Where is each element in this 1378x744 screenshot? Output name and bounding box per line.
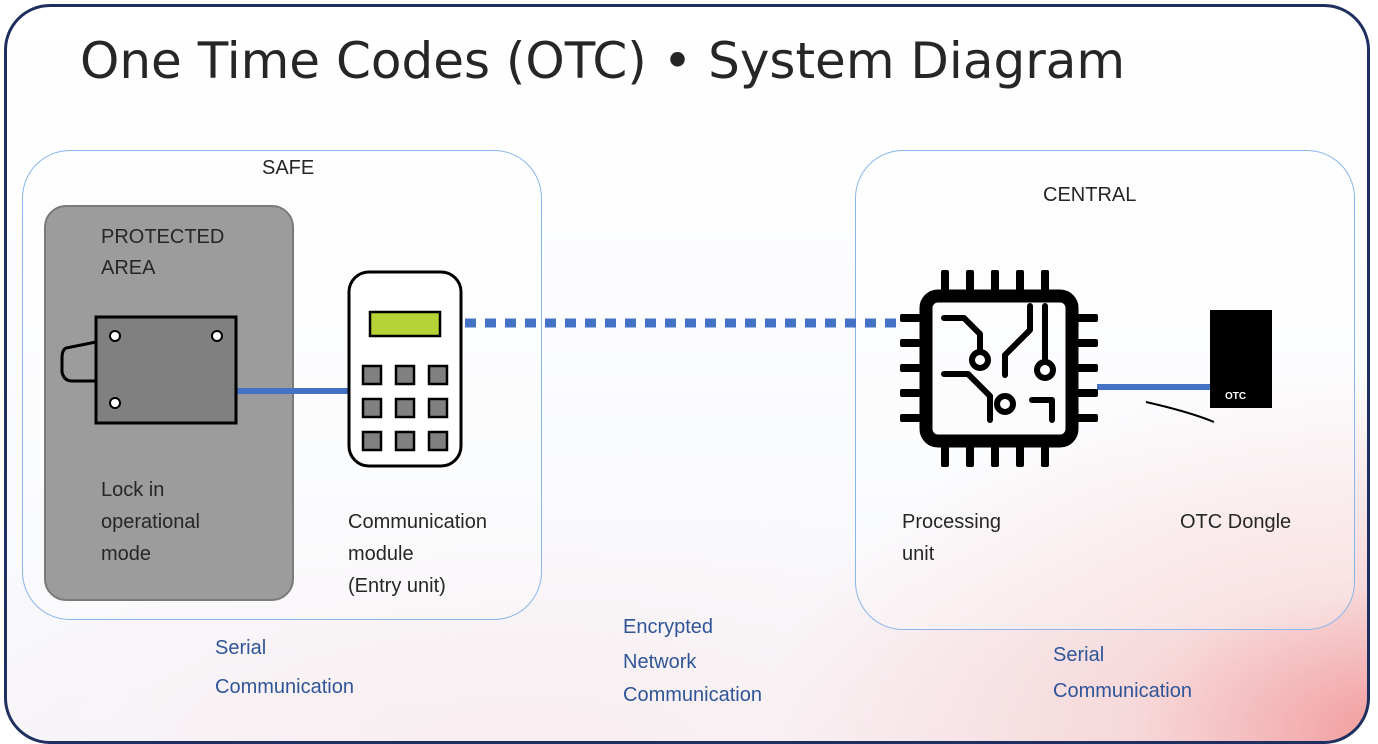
central-label: CENTRAL [1043, 184, 1137, 206]
lock-icon [60, 315, 238, 425]
network-caption-line2: Network [623, 651, 697, 673]
keypad-icon [347, 270, 463, 468]
serial-left-caption-line1: Serial [215, 637, 267, 659]
processor-chip-icon [900, 270, 1098, 467]
diagram-title: One Time Codes (OTC) • System Diagram [80, 32, 1126, 90]
serial-right-caption-line2: Communication [1053, 680, 1192, 702]
comm-module-label-line3: (Entry unit) [348, 575, 446, 597]
comm-module-label-line2: module [348, 543, 414, 565]
network-caption-line1: Encrypted [623, 616, 714, 638]
lock-label-line2: operational [101, 511, 200, 533]
protected-area-label-line2: AREA [101, 257, 156, 279]
lock-label-line3: mode [101, 543, 152, 565]
comm-module-label-line1: Communication [348, 511, 487, 533]
processing-unit-label-line1: Processing [902, 511, 1001, 533]
safe-label: SAFE [262, 157, 315, 179]
otc-dongle-device-text: OTC [1225, 391, 1246, 402]
otc-dongle-label: OTC Dongle [1180, 511, 1292, 533]
diagram-graphics: OTC [60, 270, 1272, 468]
protected-area-label-line1: PROTECTED [101, 226, 225, 248]
serial-right-caption-line1: Serial [1053, 644, 1105, 666]
network-caption-line3: Communication [623, 684, 762, 706]
serial-left-caption-line2: Communication [215, 676, 354, 698]
otc-dongle-icon: OTC [1145, 310, 1272, 423]
processing-unit-label-line2: unit [902, 543, 935, 565]
lock-label-line1: Lock in [101, 479, 165, 501]
